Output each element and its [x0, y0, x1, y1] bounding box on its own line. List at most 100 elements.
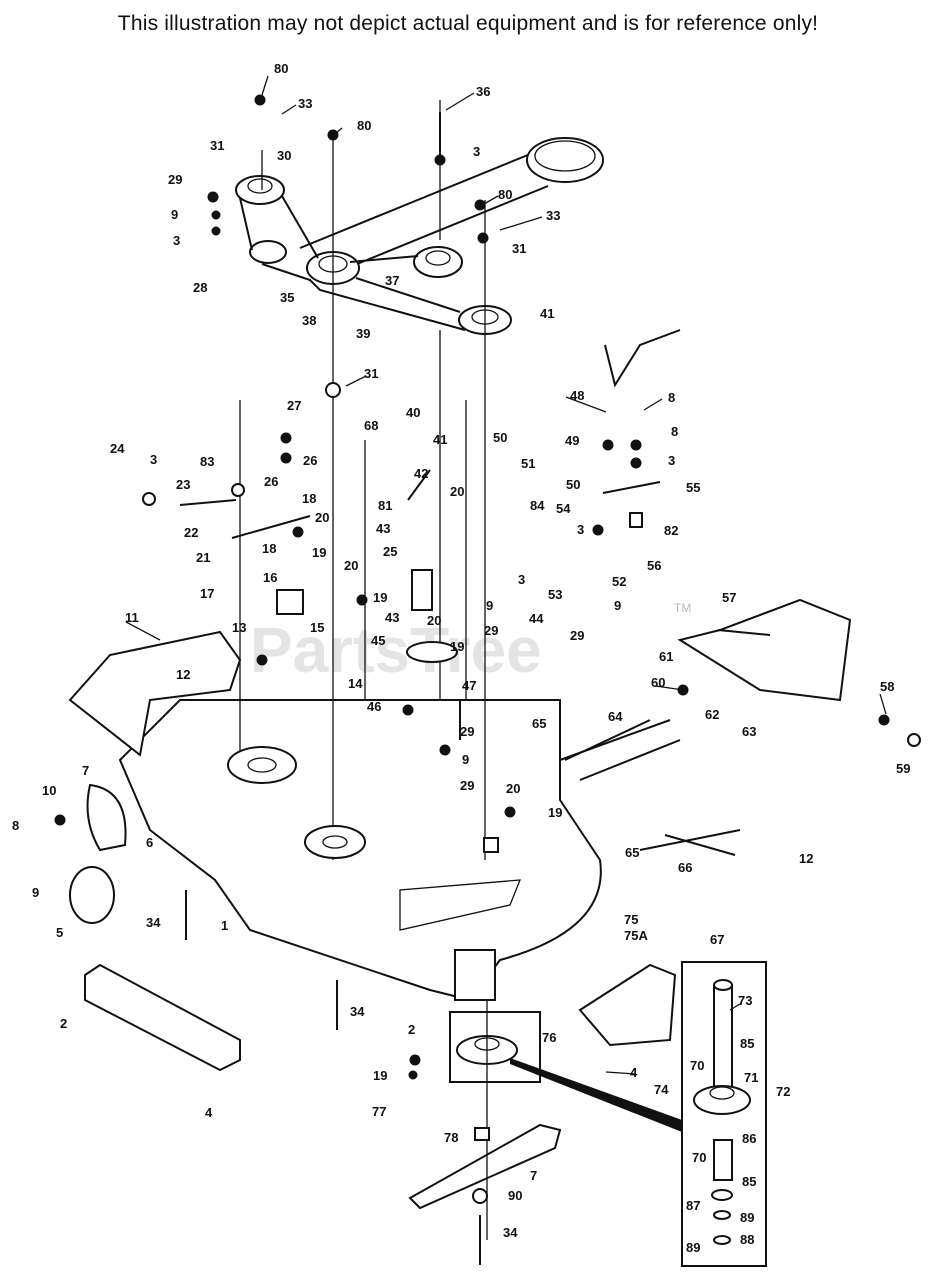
callout-label: 4: [205, 1105, 213, 1120]
callout-label: 77: [372, 1104, 386, 1119]
callout-label: 52: [612, 574, 626, 589]
callout-label: 29: [460, 778, 474, 793]
callout-label: 86: [742, 1131, 756, 1146]
disclaimer-banner: This illustration may not depict actual …: [117, 12, 819, 35]
callout-label: 7: [82, 763, 89, 778]
callout-label: 28: [193, 280, 207, 295]
callout-label: 36: [476, 84, 490, 99]
callout-label: 20: [315, 510, 329, 525]
callout-label: 43: [385, 610, 399, 625]
callout-label: 75A: [624, 928, 648, 943]
callout-label: 50: [493, 430, 507, 445]
callout-label: 87: [686, 1198, 700, 1213]
callout-label: 72: [776, 1084, 790, 1099]
callout-label: 85: [740, 1036, 754, 1051]
bolt: [185, 890, 481, 1265]
part-callouts: 80 33 31 30 80 36 3 80 33 29 9 3 28 35 3…: [12, 61, 910, 1255]
callout-label: 44: [529, 611, 544, 626]
callout-label: 37: [385, 273, 399, 288]
callout-label: 58: [880, 679, 894, 694]
mower-blade: [408, 1123, 562, 1210]
callout-label: 74: [654, 1082, 669, 1097]
callout-label: 38: [302, 313, 316, 328]
callout-label: 15: [310, 620, 324, 635]
callout-label: 34: [350, 1004, 365, 1019]
callout-label: 6: [146, 835, 153, 850]
callout-label: 57: [722, 590, 736, 605]
callout-label: 20: [427, 613, 441, 628]
callout-label: 12: [799, 851, 813, 866]
callout-label: 89: [740, 1210, 754, 1225]
callout-label: 54: [556, 501, 571, 516]
callout-label: 66: [678, 860, 692, 875]
front-guard: [68, 630, 242, 757]
callout-label: 9: [462, 752, 469, 767]
callout-label: 31: [364, 366, 378, 381]
callout-label: 8: [668, 390, 675, 405]
callout-label: 82: [664, 523, 678, 538]
callout-label: 3: [518, 572, 525, 587]
spindle-assembly: [449, 1000, 541, 1240]
callout-label: 65: [625, 845, 639, 860]
callout-label: 75: [624, 912, 638, 927]
callout-label: 68: [364, 418, 378, 433]
callout-label: 80: [498, 187, 512, 202]
callout-label: 17: [200, 586, 214, 601]
callout-label: 89: [686, 1240, 700, 1255]
callout-label: 29: [570, 628, 584, 643]
callout-label: 41: [433, 432, 447, 447]
callout-label: 3: [150, 452, 157, 467]
callout-label: 11: [125, 610, 139, 625]
callout-label: 9: [171, 207, 178, 222]
callout-label: 3: [173, 233, 180, 248]
callout-label: 8: [12, 818, 19, 833]
callout-label: 73: [738, 993, 752, 1008]
callout-label: 16: [263, 570, 277, 585]
callout-label: 33: [546, 208, 560, 223]
discharge-chute: [578, 963, 677, 1047]
callout-label: 53: [548, 587, 562, 602]
callout-label: 19: [548, 805, 562, 820]
callout-label: 9: [32, 885, 39, 900]
callout-label: 49: [565, 433, 579, 448]
callout-label: 20: [344, 558, 358, 573]
callout-label: 84: [530, 498, 545, 513]
callout-label: 4: [630, 1065, 638, 1080]
callout-label: 8: [671, 424, 678, 439]
callout-label: 85: [742, 1174, 756, 1189]
callout-label: 71: [744, 1070, 758, 1085]
callout-label: 40: [406, 405, 420, 420]
callout-label: 19: [450, 639, 464, 654]
callout-label: 25: [383, 544, 397, 559]
callout-label: 63: [742, 724, 756, 739]
watermark-trademark: TM: [674, 601, 691, 615]
callout-label: 31: [210, 138, 224, 153]
callout-label: 18: [302, 491, 316, 506]
callout-label: 7: [530, 1168, 537, 1183]
callout-label: 90: [508, 1188, 522, 1203]
callout-label: 62: [705, 707, 719, 722]
callout-label: 67: [710, 932, 724, 947]
hardware-glyphs: [54, 94, 921, 1204]
callout-label: 50: [566, 477, 580, 492]
callout-label: 27: [287, 398, 301, 413]
callout-label: 51: [521, 456, 535, 471]
callout-label: 78: [444, 1130, 458, 1145]
callout-label: 5: [56, 925, 63, 940]
callout-label: 65: [532, 716, 546, 731]
callout-label: 42: [414, 466, 428, 481]
callout-label: 29: [460, 724, 474, 739]
callout-label: 56: [647, 558, 661, 573]
callout-label: 2: [60, 1016, 67, 1031]
callout-label: 64: [608, 709, 623, 724]
callout-label: 24: [110, 441, 125, 456]
callout-label: 18: [262, 541, 276, 556]
callout-label: 88: [740, 1232, 754, 1247]
callout-label: 20: [450, 484, 464, 499]
gauge-wheel: [69, 866, 115, 924]
callout-label: 26: [303, 453, 317, 468]
callout-label: 3: [577, 522, 584, 537]
callout-label: 9: [486, 598, 493, 613]
callout-label: 29: [168, 172, 182, 187]
